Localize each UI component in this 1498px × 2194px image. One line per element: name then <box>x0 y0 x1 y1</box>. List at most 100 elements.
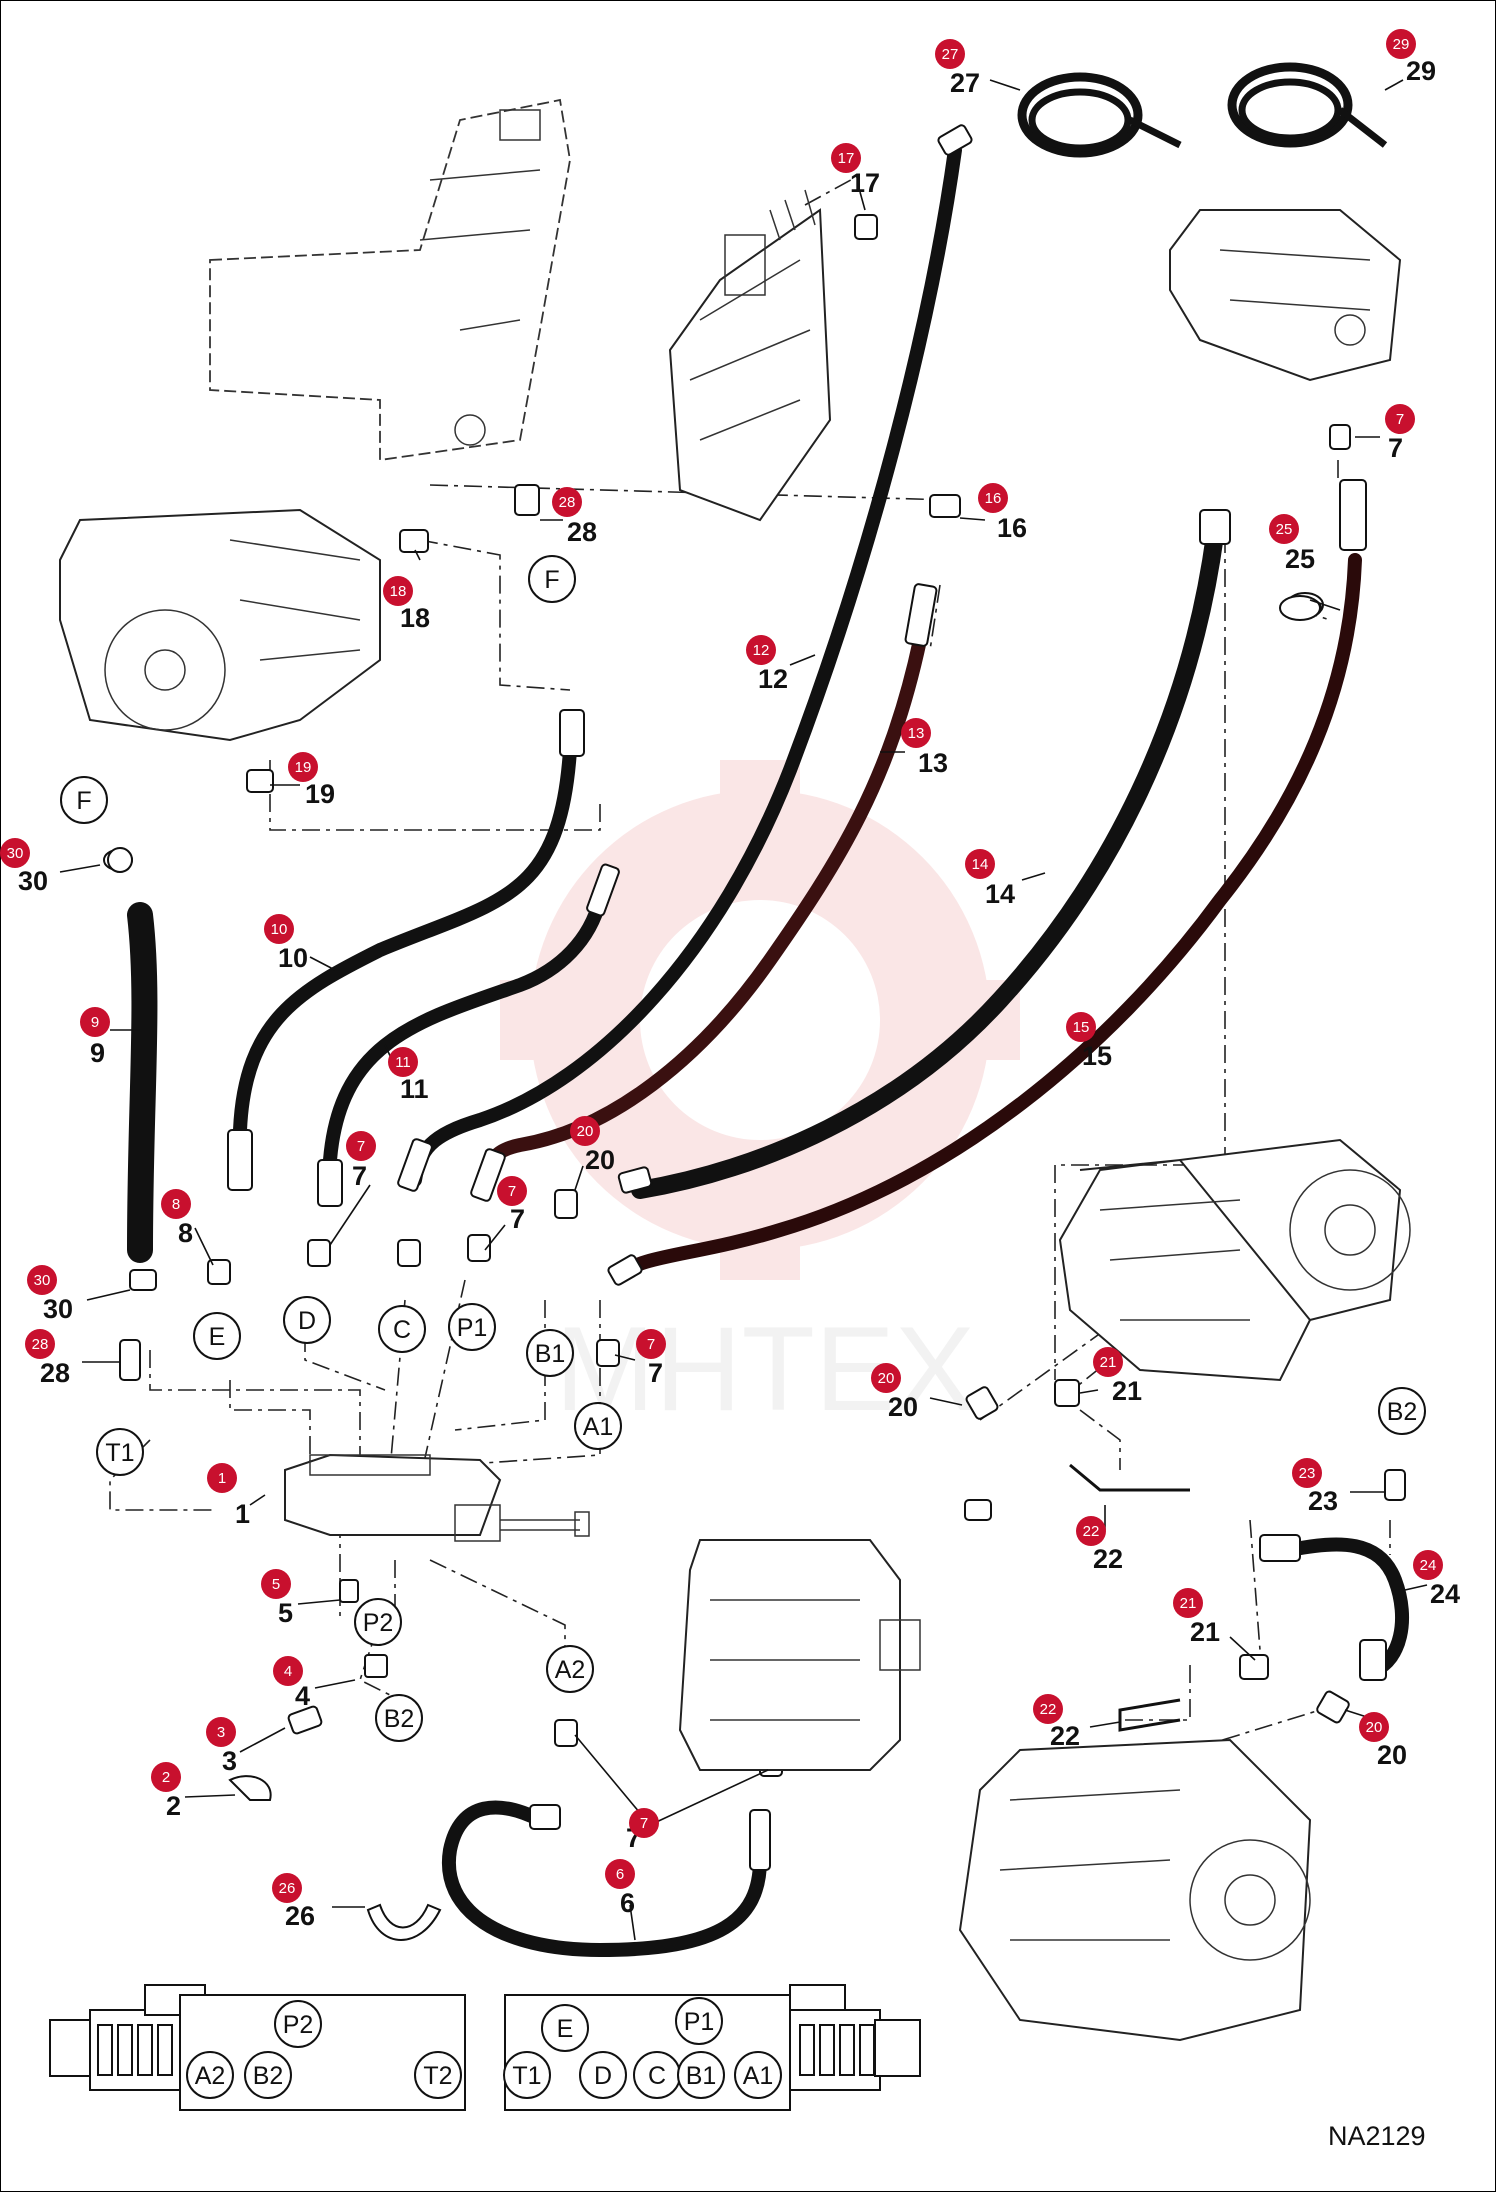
callout-c7c: 77 <box>614 1329 666 1388</box>
part-badge: 28 <box>25 1329 55 1359</box>
leader-line <box>329 1184 371 1246</box>
badge-label: 7 <box>1396 411 1404 428</box>
port-p1: P1 <box>448 1303 496 1351</box>
part-number: 20 <box>888 1392 918 1422</box>
port-f-left: F <box>60 776 108 824</box>
legend-right-port-e: E <box>541 2004 589 2052</box>
port-label: T1 <box>105 1439 134 1467</box>
port-label: B2 <box>384 1705 415 1733</box>
drawing-code: NA2129 <box>1328 2121 1426 2151</box>
part-number: 9 <box>90 1038 105 1068</box>
badge-label: 20 <box>577 1123 594 1140</box>
port-label: E <box>209 1323 226 1351</box>
leader-line <box>1089 1721 1121 1728</box>
port-label: P2 <box>363 1609 394 1637</box>
legend-left-port-a2: A2 <box>186 2051 234 2099</box>
part-badge: 18 <box>383 576 413 606</box>
badge-label: 21 <box>1100 1354 1117 1371</box>
part-number: 25 <box>1285 544 1315 574</box>
badge-label: 22 <box>1083 1523 1100 1540</box>
hose-6 <box>441 1800 767 1957</box>
port-b2-mid: B2 <box>375 1694 423 1742</box>
part-number: 14 <box>985 879 1015 909</box>
badge-label: 7 <box>647 1336 655 1353</box>
callout-c5: 55 <box>261 1569 341 1628</box>
hose-10 <box>233 743 577 1137</box>
part-number: 5 <box>278 1598 293 1628</box>
part-badge: 26 <box>272 1873 302 1903</box>
legend-left-port-p2: P2 <box>274 2000 322 2048</box>
legend-left-valve <box>49 1984 466 2111</box>
part-number: 1 <box>235 1499 250 1529</box>
part-badge: 21 <box>1173 1588 1203 1618</box>
badge-label: 29 <box>1393 36 1410 53</box>
leader-line <box>1229 1636 1256 1661</box>
badge-label: 7 <box>508 1183 516 1200</box>
hose-coil-29 <box>1227 62 1388 148</box>
badge-label: 22 <box>1040 1701 1057 1718</box>
part-badge: 12 <box>746 635 776 665</box>
badge-label: 20 <box>878 1370 895 1387</box>
part-badge: 3 <box>206 1717 236 1747</box>
leader-line <box>194 1227 214 1266</box>
port-p2: P2 <box>354 1598 402 1646</box>
hose-24 <box>1283 1537 1409 1677</box>
part-badge: 1 <box>207 1463 237 1493</box>
part-number: 22 <box>1093 1544 1123 1574</box>
part-badge: 24 <box>1413 1550 1443 1580</box>
leader-line <box>309 956 336 971</box>
watermark: MHTEX <box>500 760 1020 1436</box>
leader-line <box>574 1165 584 1191</box>
part-badge: 4 <box>273 1656 303 1686</box>
callout-c1: 11 <box>207 1463 266 1529</box>
part-number: 19 <box>305 779 335 809</box>
legend-port-label: D <box>594 2062 612 2090</box>
part-number: 18 <box>400 603 430 633</box>
badge-label: 17 <box>838 150 855 167</box>
watermark-text: MHTEX <box>555 1302 975 1436</box>
hose-9 <box>127 902 158 1263</box>
legend-right-port-a1: A1 <box>734 2051 782 2099</box>
part-number: 8 <box>178 1218 193 1248</box>
badge-label: 16 <box>985 490 1002 507</box>
hoses <box>127 143 1409 1957</box>
part-badge: 27 <box>935 39 965 69</box>
leader-line <box>614 1354 636 1361</box>
part-number: 26 <box>285 1901 315 1931</box>
part-number: 30 <box>43 1294 73 1324</box>
part-badge: 20 <box>1359 1712 1389 1742</box>
leader-line <box>297 1599 341 1605</box>
hose-coil-27 <box>1017 72 1182 158</box>
part-number: 24 <box>1430 1579 1460 1609</box>
callout-c8: 88 <box>161 1189 214 1266</box>
part-badge: 29 <box>1386 29 1416 59</box>
badge-label: 30 <box>34 1272 51 1289</box>
badge-label: 7 <box>357 1138 365 1155</box>
hydraulic-pump-top-right <box>1169 209 1402 382</box>
port-c: C <box>378 1305 426 1353</box>
part-badge: 20 <box>871 1363 901 1393</box>
port-label: D <box>298 1307 316 1335</box>
port-label: F <box>76 787 91 815</box>
part-number: 12 <box>758 664 788 694</box>
legend-left-port-t2: T2 <box>414 2051 462 2099</box>
legend-port-label: B1 <box>686 2062 717 2090</box>
legend-right-port-d: D <box>579 2051 627 2099</box>
badge-label: 20 <box>1366 1719 1383 1736</box>
callouts: 1122334455667777777777889910101111121213… <box>0 29 1460 1941</box>
drive-motor-right-lower <box>958 1738 1312 2042</box>
leader-line <box>314 1679 356 1689</box>
legend-port-label: B2 <box>253 2062 284 2090</box>
